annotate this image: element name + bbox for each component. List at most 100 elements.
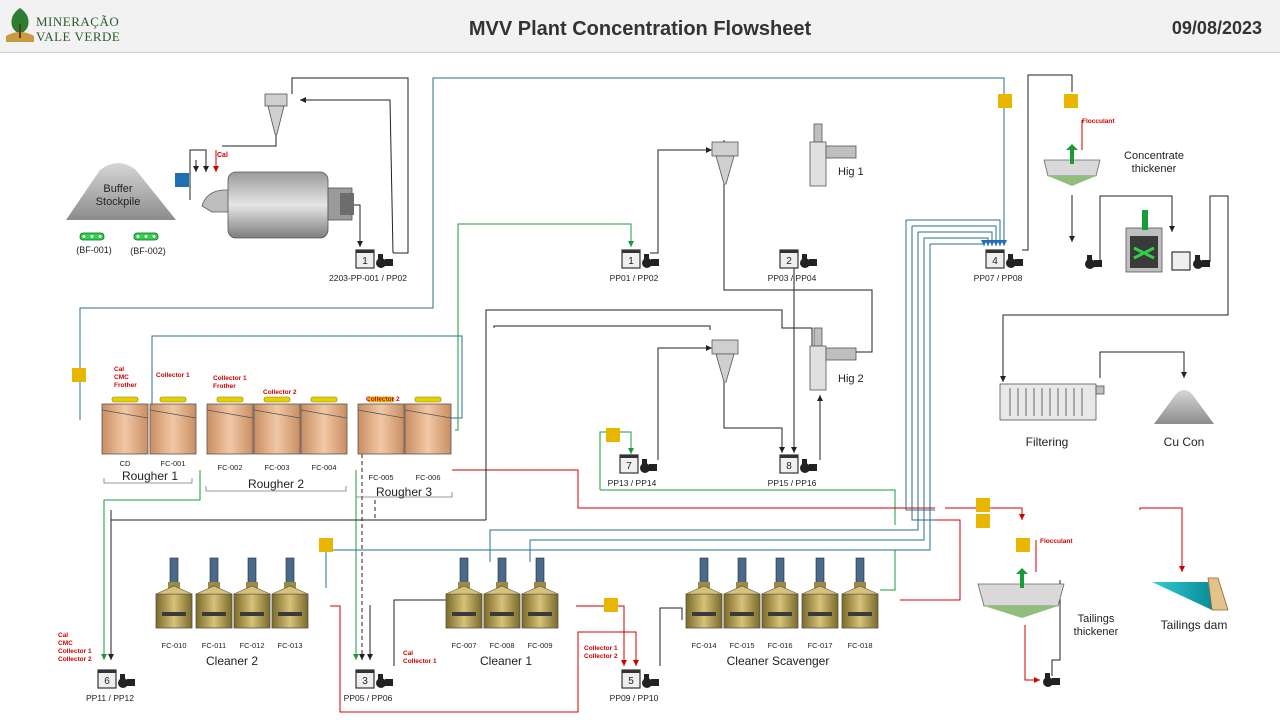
pump-label: PP13 / PP14 <box>608 478 657 488</box>
cleaner-reagents: Cal CMC Collector 1 Collector 2 Cal Coll… <box>58 632 618 665</box>
company-logo-icon <box>6 8 34 42</box>
mill-reagent-label: Cal <box>217 152 228 159</box>
sampler-icon[interactable] <box>1016 538 1030 552</box>
cu-con-label: Cu Con <box>1164 435 1205 449</box>
stock-tank[interactable] <box>1125 210 1163 273</box>
cleaner-1-label: Cleaner 1 <box>480 654 532 668</box>
feeder-bf-002[interactable] <box>133 232 159 241</box>
cell-tag: FC-016 <box>767 641 792 650</box>
feeder-bf-001[interactable] <box>79 232 105 241</box>
rougher-cell[interactable]: FC-001 <box>149 396 197 468</box>
cyclone-icon[interactable] <box>711 339 739 383</box>
reagent-label: CMC <box>114 374 129 381</box>
pump-icon <box>376 674 393 688</box>
reagent-label: Cal <box>58 632 68 639</box>
feeder-bf-001-label: (BF-001) <box>76 245 112 255</box>
rougher-cell[interactable]: FC-005 <box>357 396 405 482</box>
pump-icon[interactable] <box>1085 255 1102 269</box>
cyclone-icon[interactable] <box>711 141 739 185</box>
flotation-cell[interactable]: FC-013 <box>271 557 309 650</box>
sampler-icon[interactable] <box>606 428 620 442</box>
sampler-icon[interactable] <box>976 514 990 528</box>
flotation-cell[interactable]: FC-018 <box>841 557 879 650</box>
pump-tank-rim <box>622 250 640 253</box>
logo-line-2: VALE VERDE <box>36 29 121 44</box>
rougher-cell[interactable]: CD <box>101 396 149 468</box>
ball-mill[interactable] <box>201 171 354 239</box>
rougher-cell[interactable]: FC-003 <box>253 396 301 472</box>
pump-label: PP07 / PP08 <box>974 273 1023 283</box>
flotation-cell[interactable]: FC-007 <box>445 557 483 650</box>
cell-tag: FC-015 <box>729 641 754 650</box>
cell-tag: FC-001 <box>160 459 185 468</box>
sampler-icon[interactable] <box>604 598 618 612</box>
filter-press[interactable] <box>999 383 1105 421</box>
tailings-dam-icon[interactable] <box>1152 577 1229 611</box>
stockpile-label-2: Stockpile <box>96 196 141 208</box>
pump-tank-rim <box>986 250 1004 253</box>
sampler-icon[interactable] <box>1064 94 1078 108</box>
pump-icon[interactable] <box>1043 673 1060 687</box>
concentrate-thickener-label-1: Concentrate <box>1124 150 1184 162</box>
flotation-cell[interactable]: FC-010 <box>155 557 193 650</box>
rougher-1-label: Rougher 1 <box>122 469 178 483</box>
flotation-cell[interactable]: FC-017 <box>801 557 839 650</box>
hig-mill-2[interactable] <box>809 327 857 391</box>
filtering-label: Filtering <box>1026 435 1069 449</box>
sampler-icon[interactable] <box>72 368 86 382</box>
pump-icon <box>1006 254 1023 268</box>
feed-tank[interactable] <box>1171 251 1191 271</box>
flotation-cell[interactable]: FC-012 <box>233 557 271 650</box>
flotation-cell[interactable]: FC-008 <box>483 557 521 650</box>
cell-tag: FC-013 <box>277 641 302 650</box>
pump-icon <box>642 674 659 688</box>
reagent-label: Collector 1 <box>403 658 437 665</box>
flotation-cell[interactable]: FC-016 <box>761 557 799 650</box>
tailings-thickener[interactable] <box>977 568 1065 618</box>
sampler-icon[interactable] <box>976 498 990 512</box>
cell-tag: FC-009 <box>527 641 552 650</box>
flotation-cell[interactable]: FC-015 <box>723 557 761 650</box>
concentrate-thickener[interactable] <box>1043 144 1101 186</box>
cell-tag: FC-011 <box>202 641 226 650</box>
stockpile-label-1: Buffer <box>103 183 132 195</box>
pump-icon[interactable] <box>1193 255 1210 269</box>
sampler-icon[interactable] <box>998 94 1012 108</box>
cleaner-scavenger-label: Cleaner Scavenger <box>727 654 830 668</box>
reagent-label: Frother <box>114 382 137 389</box>
sampler-icon[interactable] <box>319 538 333 552</box>
feeder-bf-002-label: (BF-002) <box>130 246 166 256</box>
pump-tank-rim <box>356 250 374 253</box>
cell-tag: FC-005 <box>368 473 393 482</box>
rougher-3-label: Rougher 3 <box>376 485 432 499</box>
flotation-cell[interactable]: FC-011 <box>195 557 233 650</box>
tailings-thickener-label-2: thickener <box>1074 626 1119 638</box>
rougher-reagents: Cal CMC Frother Collector 1 Collector 1 … <box>114 366 400 403</box>
rougher-cell[interactable]: FC-004 <box>300 396 348 472</box>
pump-number: 3 <box>362 676 368 687</box>
flotation-cell[interactable]: FC-009 <box>521 557 559 650</box>
hig-mill-1[interactable] <box>809 123 857 187</box>
cyclone-icon[interactable] <box>264 93 288 135</box>
rougher-cell[interactable]: FC-006 <box>404 396 452 482</box>
rougher-cell[interactable]: FC-002 <box>206 396 254 472</box>
reagent-label: Cal <box>403 650 413 657</box>
pump-number: 8 <box>786 461 792 472</box>
logo-line-1: MINERAÇÃO <box>36 14 120 29</box>
flotation-cell[interactable]: FC-014 <box>685 557 723 650</box>
rougher-2-label: Rougher 2 <box>248 477 304 491</box>
blue-valve-icon[interactable] <box>175 173 189 187</box>
